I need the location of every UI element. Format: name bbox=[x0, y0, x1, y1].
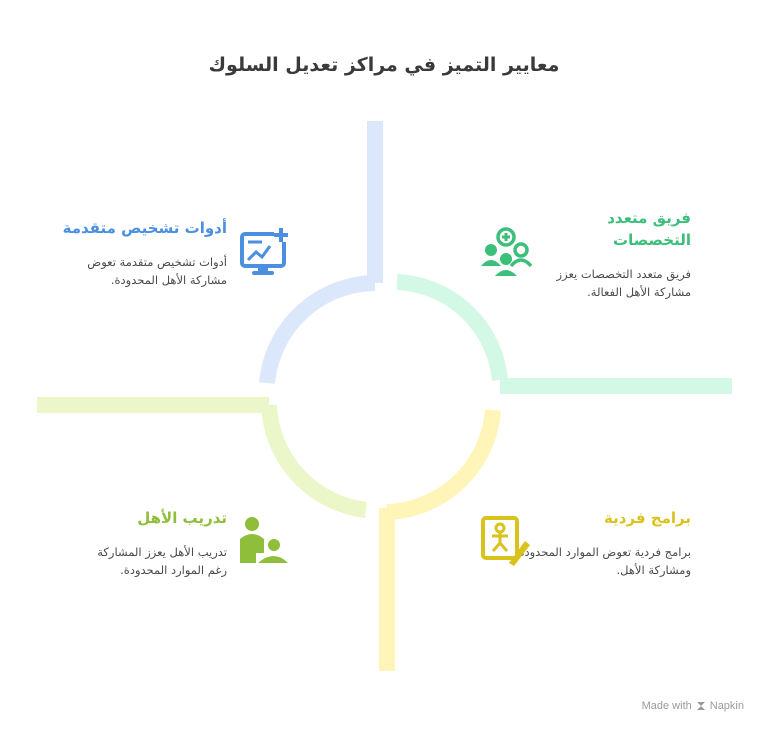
monitor-chart-icon bbox=[238, 226, 290, 282]
parent-child-icon bbox=[238, 515, 290, 571]
text-top-left-line1: أدوات تشخيص متقدمة تعوض bbox=[87, 255, 227, 269]
heading-top-right-line1: فريق متعدد bbox=[607, 209, 691, 227]
segment-top-left bbox=[259, 121, 383, 384]
watermark-prefix: Made with bbox=[641, 700, 692, 712]
heading-top-right-line2: التخصصات bbox=[613, 231, 691, 249]
napkin-logo-icon bbox=[696, 702, 705, 710]
watermark: Made with Napkin bbox=[642, 700, 744, 712]
block-top-right-text: فريق متعدد التخصصات يعزز مشاركة الأهل ال… bbox=[491, 265, 691, 301]
block-top-left: أدوات تشخيص متقدمة أدوات تشخيص متقدمة تع… bbox=[7, 217, 227, 289]
block-top-right: فريق متعدد التخصصات bbox=[531, 207, 691, 251]
watermark-brand: Napkin bbox=[709, 700, 744, 712]
text-bottom-left-line2: رغم الموارد المحدودة. bbox=[120, 563, 227, 577]
text-top-right-line1: فريق متعدد التخصصات يعزز bbox=[556, 267, 691, 281]
segment-bottom-right bbox=[379, 409, 501, 671]
segment-bottom-left bbox=[37, 397, 368, 518]
team-group-icon bbox=[479, 226, 533, 282]
personal-program-icon bbox=[479, 515, 531, 571]
text-bottom-right-line1: برامج فردية تعوض الموارد المحدودة bbox=[518, 545, 691, 559]
heading-top-left: أدوات تشخيص متقدمة bbox=[62, 219, 227, 237]
text-bottom-left-line1: تدريب الأهل يعزز المشاركة bbox=[97, 545, 227, 559]
heading-bottom-right: برامج فردية bbox=[603, 509, 691, 527]
text-bottom-right-line2: ومشاركة الأهل. bbox=[616, 563, 691, 577]
page-title: معايير التميز في مراكز تعديل السلوك bbox=[208, 54, 560, 76]
segment-top-right bbox=[396, 274, 732, 394]
block-bottom-left: تدريب الأهل تدريب الأهل يعزز المشاركة رغ… bbox=[7, 507, 227, 579]
text-top-left-line2: مشاركة الأهل المحدودة. bbox=[110, 273, 227, 287]
heading-bottom-left: تدريب الأهل bbox=[137, 509, 227, 527]
block-bottom-right: برامج فردية برامج فردية تعوض الموارد الم… bbox=[461, 507, 691, 579]
text-top-right-line2: مشاركة الأهل الفعالة. bbox=[587, 285, 691, 299]
